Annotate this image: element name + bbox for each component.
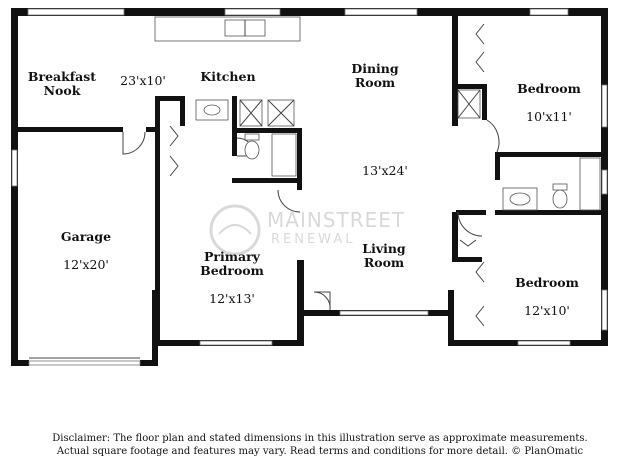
bathroom-fixtures: [195, 89, 601, 211]
room-label: Bedroom: [515, 275, 579, 290]
primary-toilet: [244, 140, 260, 160]
windows: [11, 8, 608, 366]
interior-walls: [18, 16, 608, 346]
hall-toilet: [552, 189, 568, 209]
room-dimensions: 12'x10': [524, 303, 570, 318]
room-bedroom-se: Bedroom 12'x10': [504, 262, 590, 318]
hall-tub: [579, 157, 601, 211]
room-dimensions: 12'x13': [209, 291, 255, 306]
room-label: Dining Room: [351, 61, 399, 90]
room-label: Breakfast Nook: [27, 69, 97, 98]
room-dimensions: 12'x20': [63, 257, 109, 272]
room-garage: Garage 12'x20': [46, 216, 126, 272]
disclaimer-line2: Actual square footage and features may v…: [56, 446, 584, 457]
room-dimensions: 10'x11': [526, 109, 572, 124]
room-label: Kitchen: [200, 69, 256, 84]
room-dimensions: 23'x10': [120, 73, 166, 88]
room-label: Living Room: [362, 241, 406, 270]
room-living-room: Living Room: [348, 228, 420, 270]
closets: [169, 23, 485, 327]
room-primary-bedroom: Primary Bedroom 12'x13': [186, 236, 278, 306]
room-kitchen-dimensions: 23'x10': [108, 60, 178, 88]
room-label: Garage: [60, 229, 112, 244]
room-dimensions: 13'x24': [362, 163, 408, 178]
doors: [122, 119, 500, 311]
room-dining-room: Dining Room: [340, 48, 410, 90]
room-breakfast-nook: Breakfast Nook: [22, 56, 102, 98]
room-kitchen: Kitchen: [192, 56, 264, 84]
disclaimer: Disclaimer: The floor plan and stated di…: [0, 432, 640, 458]
primary-shower: [271, 133, 297, 177]
room-label: Bedroom: [517, 81, 581, 96]
room-label: Primary Bedroom: [200, 249, 264, 278]
room-center-dimensions: 13'x24': [350, 150, 420, 178]
disclaimer-line1: Disclaimer: The floor plan and stated di…: [52, 433, 588, 444]
kitchen-counter: [154, 16, 301, 42]
room-bedroom-ne: Bedroom 10'x11': [506, 68, 592, 124]
